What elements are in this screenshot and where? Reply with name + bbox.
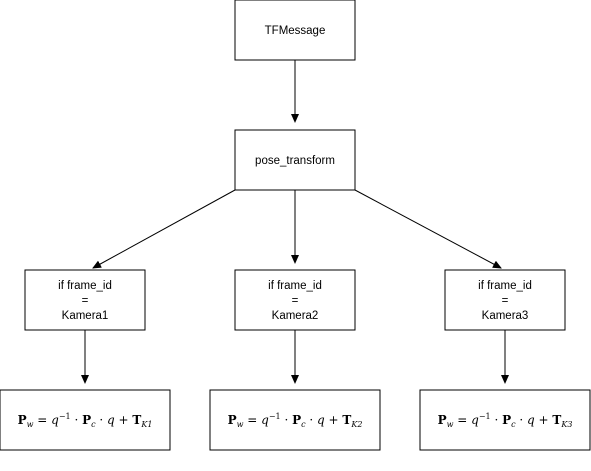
node-tfmessage-label: TFMessage — [265, 25, 326, 37]
node-cond-kamera2-line2: = — [292, 295, 299, 307]
node-tfmessage: TFMessage — [234, 0, 356, 61]
node-formula-k1: Pw = q−1 · Pc · q + TK1 — [0, 389, 171, 451]
node-cond-kamera3-line2: = — [502, 295, 509, 307]
formula-k1-text: Pw = q−1 · Pc · q + TK1 — [18, 412, 153, 429]
edge-pose-transform-to-cond3 — [354, 189, 502, 269]
node-cond-kamera1-line2: = — [82, 295, 89, 307]
node-cond-kamera3-line1: if frame_id — [478, 280, 532, 292]
node-formula-k3-box — [419, 389, 591, 451]
node-formula-k3: Pw = q−1 · Pc · q + TK3 — [419, 389, 591, 451]
node-pose-transform-label: pose_transform — [255, 155, 335, 167]
node-pose-transform: pose_transform — [234, 129, 356, 191]
node-cond-kamera3-line3: Kamera3 — [482, 310, 529, 322]
node-formula-k2: Pw = q−1 · Pc · q + TK2 — [209, 389, 381, 451]
node-cond-kamera1: if frame_id = Kamera1 — [24, 269, 146, 331]
node-cond-kamera2-box — [234, 269, 356, 331]
edge-pose-transform-to-cond1 — [92, 189, 236, 269]
node-cond-kamera1-box — [24, 269, 146, 331]
node-cond-kamera2-line1: if frame_id — [268, 280, 322, 292]
node-formula-k1-box — [0, 389, 171, 451]
node-formula-k2-box — [209, 389, 381, 451]
node-tfmessage-box — [234, 0, 356, 61]
node-pose-transform-box — [234, 129, 356, 191]
node-cond-kamera2-line3: Kamera2 — [272, 310, 319, 322]
node-cond-kamera1-line3: Kamera1 — [62, 310, 109, 322]
node-cond-kamera3-box — [444, 269, 566, 331]
node-cond-kamera1-line1: if frame_id — [58, 280, 112, 292]
node-cond-kamera3: if frame_id = Kamera3 — [444, 269, 566, 331]
formula-k3-text: Pw = q−1 · Pc · q + TK3 — [438, 412, 573, 429]
formula-k2-text: Pw = q−1 · Pc · q + TK2 — [228, 412, 363, 429]
node-cond-kamera2: if frame_id = Kamera2 — [234, 269, 356, 331]
